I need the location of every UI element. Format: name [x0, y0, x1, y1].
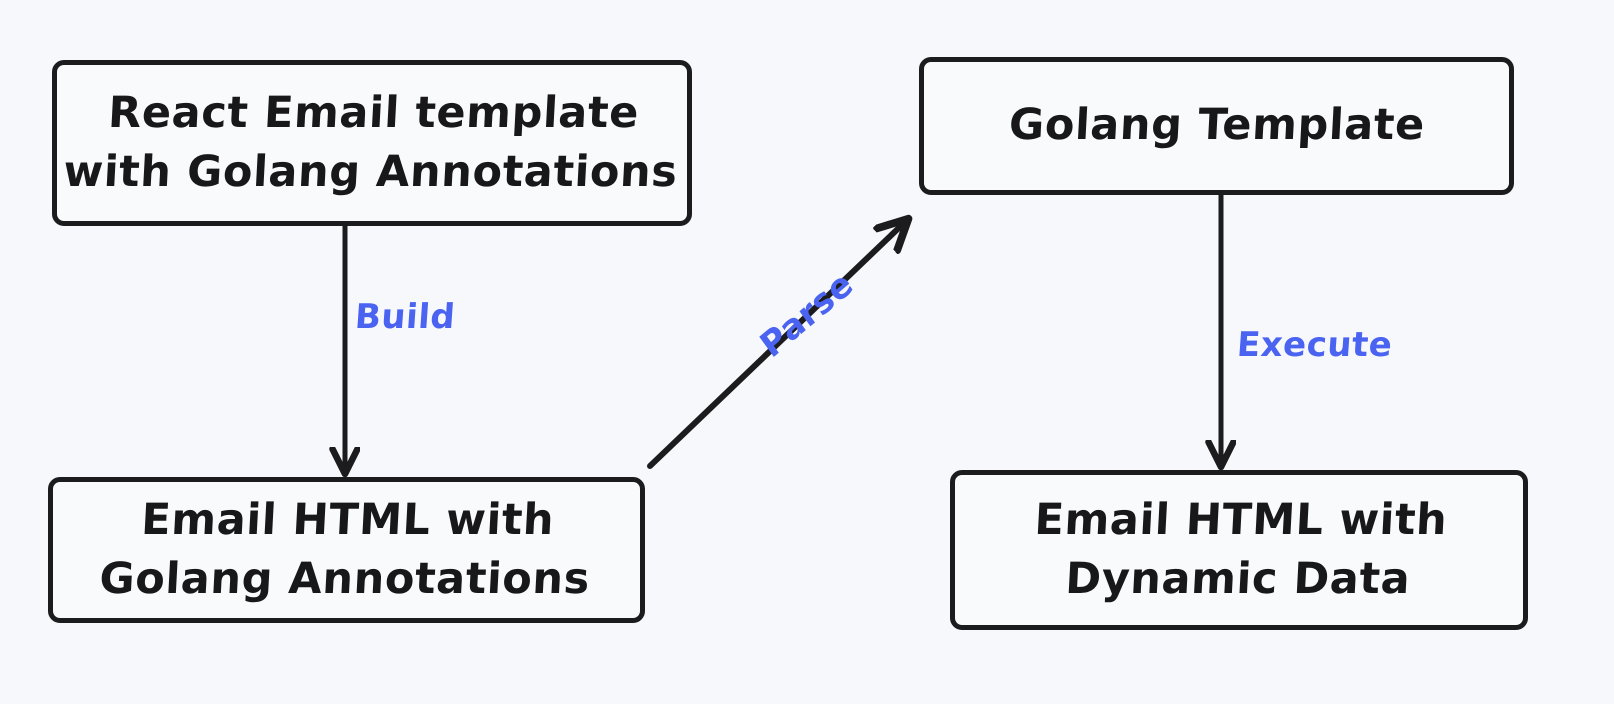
node-email-html-with-dynamic-data[interactable]: Email HTML with Dynamic Data — [950, 470, 1528, 630]
node-golang-template[interactable]: Golang Template — [919, 57, 1514, 195]
node-label: Email HTML with Golang Annotations — [98, 494, 592, 604]
edge-label-build: Build — [353, 297, 457, 337]
node-email-html-with-golang-annotations[interactable]: Email HTML with Golang Annotations — [48, 477, 645, 623]
node-react-email-template[interactable]: React Email template with Golang Annotat… — [52, 60, 692, 226]
edge-label-parse: Parse — [753, 263, 861, 367]
node-label: React Email template with Golang Annotat… — [62, 87, 679, 197]
edge-label-execute: Execute — [1235, 325, 1394, 365]
node-label: Golang Template — [1007, 100, 1426, 151]
node-label: Email HTML with Dynamic Data — [1032, 494, 1449, 604]
